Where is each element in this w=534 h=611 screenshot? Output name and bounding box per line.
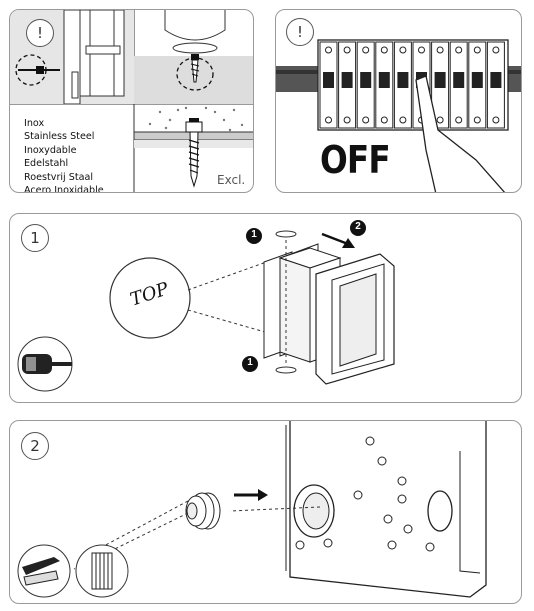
breaker-module [338,41,357,129]
material-label: Inox [24,118,45,129]
excl-label: Excl. [217,173,246,187]
panel-power-off: ! OFF [275,9,522,193]
material-label: Roestvrij Staal [24,171,94,183]
breaker-module [449,41,468,129]
panel-step-1: 1 TOP 1 1 2 [9,213,522,403]
material-label: Edelstahl [24,158,69,170]
marker-label-1-top: 1 [251,229,257,240]
panel-stainless-screw-warning: ! Inox Stainless Steel Inoxydable Edelst… [9,9,254,193]
breaker-module [375,41,394,129]
panel-b-illustration [276,39,521,192]
warning-icon: ! [26,19,54,47]
finger-hand [415,75,506,192]
breaker-module [393,41,412,129]
panel-step-2: 2 [9,420,522,604]
material-label: Inoxydable [24,144,77,156]
breaker-module [319,41,338,129]
marker-1-bottom [242,356,258,372]
off-label: OFF [320,138,391,182]
warning-icon: ! [286,18,314,46]
marker-label-2: 2 [355,221,361,232]
breaker-module [486,41,505,129]
slide-arrow [321,232,349,246]
top-label-magnifier [109,257,191,339]
breaker-module [431,41,450,129]
step-number-badge: 1 [21,224,49,252]
marker-1-top [246,228,262,244]
breaker-module [468,41,487,129]
step1-illustration [17,220,395,392]
marker-2 [350,220,366,236]
step2-illustration [17,421,487,598]
materials-list: Inox Stainless Steel Inoxydable Edelstah… [24,117,104,193]
marker-label-1-bottom: 1 [247,357,253,368]
material-label: Stainless Steel [24,131,95,143]
breaker-module [356,41,375,129]
step-number-badge: 2 [21,432,49,460]
material-label: Acero Inoxidable [24,185,104,193]
